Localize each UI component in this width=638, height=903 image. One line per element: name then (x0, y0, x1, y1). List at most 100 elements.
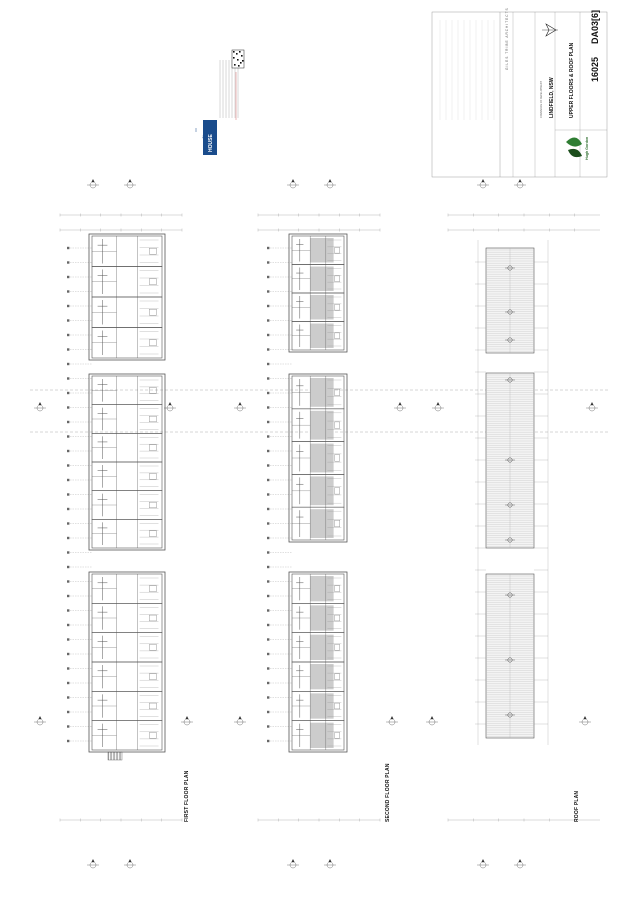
unit-plan (91, 235, 163, 267)
unit-plan (91, 573, 163, 604)
section-marker-icon (514, 179, 526, 189)
dimension-line (59, 213, 183, 217)
dimension-line (59, 818, 183, 822)
roof-block (485, 573, 535, 739)
unit-plan (291, 573, 345, 604)
downpipe-icon (505, 377, 515, 383)
hugh-gordon-logo-icon (566, 137, 582, 158)
unit-plan (91, 266, 163, 298)
section-marker-icon (394, 402, 406, 412)
roof-block (485, 372, 535, 549)
section-marker-icon (287, 179, 299, 189)
unit-plan (91, 720, 163, 751)
section-marker-icon (124, 179, 136, 189)
roof-block (485, 247, 535, 354)
unit-plan (91, 691, 163, 721)
unit-plan (91, 327, 163, 359)
unit-plan (291, 720, 345, 751)
downpipe-icon (505, 712, 515, 718)
downpipe-icon (505, 657, 515, 663)
section-marker-icon (87, 859, 99, 869)
section-marker-icon (287, 859, 299, 869)
unit-plan (291, 632, 345, 663)
unit-plan (291, 321, 345, 351)
section-marker-icon (87, 179, 99, 189)
first-floor-plan-label: FIRST FLOOR PLAN (184, 770, 190, 822)
unit-plan (291, 292, 345, 322)
council-stamp (195, 60, 239, 155)
downpipe-icon (505, 592, 515, 598)
north-arrow-icon (542, 23, 558, 37)
job-number: 16025 (590, 56, 600, 82)
unit-plan (291, 506, 345, 541)
dimension-line (257, 213, 381, 217)
section-marker-icon (34, 402, 46, 412)
unit-plan (91, 603, 163, 633)
plans-layer (30, 179, 610, 869)
drawing-title: UPPER FLOORS & ROOF PLAN (569, 42, 575, 118)
second-floor-plan-label: SECOND FLOOR PLAN (385, 763, 391, 822)
dimension-line (447, 818, 600, 822)
dimension-line (447, 213, 600, 217)
section-marker-icon (324, 859, 336, 869)
stairs (107, 751, 123, 761)
downpipe-icon (505, 502, 515, 508)
unit-plan (291, 408, 345, 442)
building-column (88, 233, 166, 753)
unit-plan (91, 404, 163, 434)
unit-plan (291, 264, 345, 294)
section-marker-icon (234, 716, 246, 726)
client-brand: Hugh Gordon (585, 136, 589, 160)
award-seal-icon (202, 130, 216, 144)
section-marker-icon (514, 859, 526, 869)
dimension-line (257, 228, 381, 232)
unit-plan (291, 441, 345, 475)
grid-markers (267, 246, 292, 743)
downpipe-icon (505, 309, 515, 315)
section-marker-icon (181, 716, 193, 726)
building-column (288, 233, 348, 753)
downpipe-icon (505, 265, 515, 271)
section-marker-icon (324, 179, 336, 189)
downpipe-icon (505, 337, 515, 343)
unit-plan (291, 603, 345, 633)
drawing-number: DA03[6] (590, 9, 600, 44)
section-marker-icon (124, 859, 136, 869)
unit-plan (91, 375, 163, 405)
title-block-graphics (195, 11, 608, 178)
section-marker-icon (477, 859, 489, 869)
unit-plan (291, 375, 345, 410)
dimension-line (257, 818, 381, 822)
section-marker-icon (164, 402, 176, 412)
grid-markers (67, 246, 92, 743)
unit-plan (91, 490, 163, 520)
section-marker-icon (426, 716, 438, 726)
unit-plan (291, 691, 345, 721)
project-location: LINDFIELD, NSW (549, 77, 555, 118)
section-marker-icon (386, 716, 398, 726)
unit-plan (91, 461, 163, 491)
unit-plan (291, 235, 345, 265)
unit-plan (91, 632, 163, 663)
unit-plan (91, 433, 163, 463)
section-marker-icon (579, 716, 591, 726)
house-logo-block (203, 120, 217, 155)
title-block-frame (431, 11, 608, 178)
downpipe-icon (505, 457, 515, 463)
dimension-line (447, 228, 600, 232)
downpipe-icon (505, 537, 515, 543)
project-line: COMMERCE OF DEVELOPMENT (540, 81, 543, 118)
roof-plan-label: ROOF PLAN (574, 790, 580, 822)
unit-plan (91, 661, 163, 692)
section-marker-icon (34, 716, 46, 726)
architect-name: GILES TRIBE ARCHITECTS (505, 7, 509, 70)
unit-plan (291, 661, 345, 692)
unit-plan (91, 519, 163, 549)
section-marker-icon (477, 179, 489, 189)
dimension-line (59, 228, 183, 232)
section-marker-icon (432, 402, 444, 412)
unit-plan (291, 474, 345, 508)
house-logo-text: HOUSE (208, 134, 214, 152)
section-marker-icon (234, 402, 246, 412)
